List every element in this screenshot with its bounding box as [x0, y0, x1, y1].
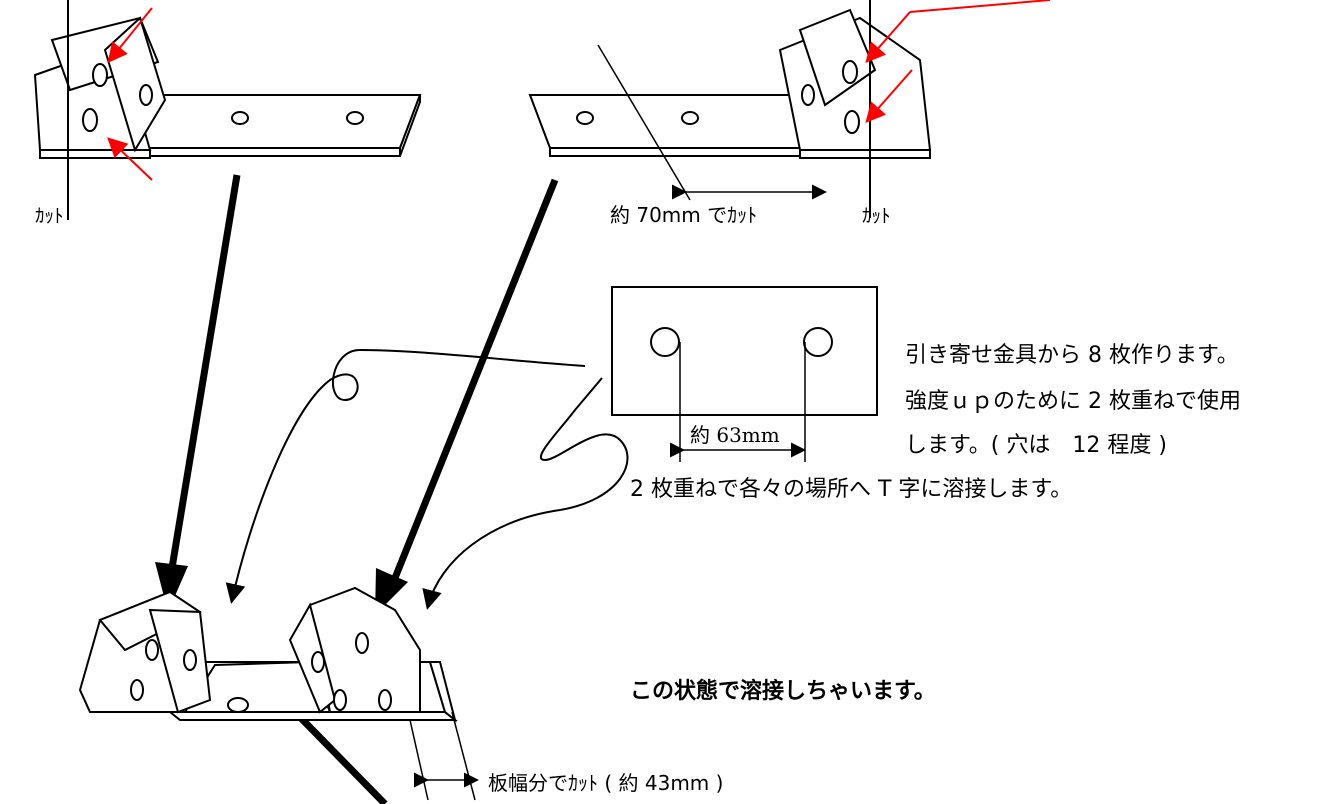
note-line-4: 2 枚重ねで各々の場所へ T 字に溶接します。: [630, 477, 1072, 502]
cut-43mm-label: 板幅分でｶｯﾄ ( 約 43mm ): [488, 771, 723, 795]
dim-43mm-ext-right: [451, 711, 476, 801]
curve-leader-left: [225, 348, 586, 604]
bracket-assembled: [78, 586, 458, 723]
note-line-1: 引き寄せ金具から 8 枚作ります。: [905, 343, 1239, 368]
assembly-arrow-bottom: [292, 709, 388, 804]
dim-63mm-label: 約 63mm: [690, 423, 780, 447]
red-arrow-top-right-1: [865, 11, 911, 64]
cut-label-left: ｶｯﾄ: [35, 205, 64, 227]
red-arrow-top-left-2: [107, 137, 153, 181]
caption-weld: この状態で溶接しちゃいます。: [630, 678, 936, 704]
bracket-top-left: [33, 16, 422, 159]
note-line-2: 強度ｕｐのために 2 枚重ねで使用: [905, 389, 1241, 414]
assembly-arrow-right: [391, 178, 559, 580]
bracket-top-right: [528, 8, 932, 159]
cut-70mm-label: 約 70mm でｶｯﾄ: [610, 203, 757, 227]
note-line-3: します。( 穴は 12 程度 ): [905, 433, 1167, 458]
cut-line-70mm: [597, 44, 691, 201]
cut-label-right: ｶｯﾄ: [862, 205, 891, 227]
dim-43mm-ext-left: [409, 719, 429, 801]
curve-leader-right: [422, 377, 629, 610]
red-arrow-top-left-1: [107, 7, 153, 64]
red-arrow-top-right-2: [865, 69, 913, 124]
plate-drawing: [611, 286, 878, 416]
assembly-arrow-left: [166, 174, 241, 581]
red-leader-top: [909, 0, 1051, 13]
assembly-arrow-left-head: [155, 562, 188, 612]
